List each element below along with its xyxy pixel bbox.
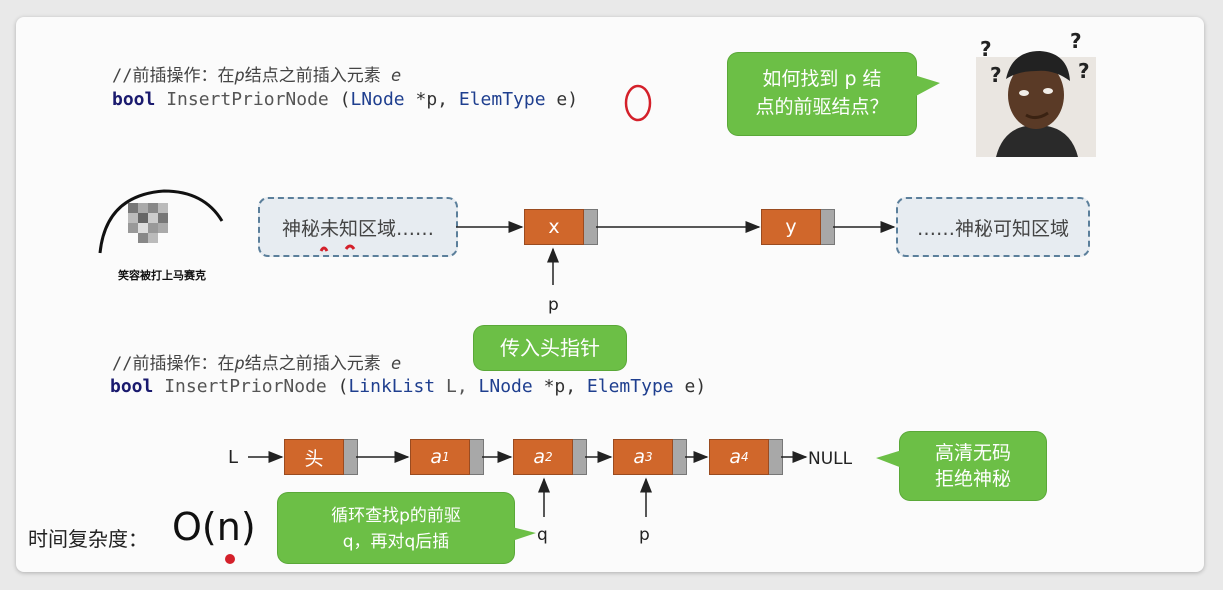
comment-p: p [234, 66, 245, 86]
complexity-label: 时间复杂度： [28, 527, 148, 551]
bubble-line: 循环查找p的前驱 [331, 506, 461, 526]
region-label: 神秘未知区域…… [281, 217, 434, 240]
code-arg: *p, [543, 376, 577, 397]
node-subscript: 4 [741, 450, 749, 464]
code-arg: e [684, 376, 696, 397]
bubble-line: 如何找到 p 结 [762, 68, 882, 90]
bubble-line: q，再对q后插 [342, 532, 450, 552]
mosaic-face-icon [98, 189, 224, 254]
confused-face-icon [976, 51, 1096, 157]
node-data: x [524, 209, 584, 245]
code-type: LNode [478, 376, 533, 397]
hd-bubble: 高清无码 拒绝神秘 [876, 432, 1046, 500]
node-data: 头 [284, 439, 344, 475]
bubble-tail [512, 527, 536, 541]
code-paren: ) [695, 376, 707, 397]
pointer-label-p: p [639, 525, 650, 545]
question-mark: ? [1070, 29, 1082, 53]
list-node-y: y [761, 209, 835, 245]
question-mark: ? [1078, 59, 1090, 83]
code-keyword: bool [110, 376, 154, 397]
comment-text: //前插操作：在 [112, 354, 235, 374]
question-mark: ? [990, 63, 1002, 87]
unknown-region-box: 神秘未知区域…… [258, 197, 458, 257]
annotation-dot [225, 554, 235, 564]
meme-caption: 笑容被打上马赛克 [118, 269, 206, 282]
comment-e: e [390, 66, 402, 86]
node-data: y [761, 209, 821, 245]
pointer-label-p: p [548, 295, 559, 315]
code-paren: ( [337, 376, 349, 397]
question-bubble: 如何找到 p 结 点的前驱结点？ [728, 53, 940, 135]
code-type: LinkList [348, 376, 436, 397]
code-paren: ( [339, 89, 351, 110]
code-keyword: bool [112, 89, 156, 110]
complexity-value: O(n) [172, 505, 256, 549]
diagram-arrows [225, 84, 896, 564]
known-region-box: ……神秘可知区域 [896, 197, 1090, 257]
code-paren: ) [567, 89, 579, 110]
annotation-circle [624, 84, 652, 122]
confused-face-image: ? ? ? ? [974, 29, 1098, 157]
code-type: ElemType [586, 376, 674, 397]
node-symbol: a [533, 446, 545, 468]
bubble-line: 拒绝神秘 [934, 468, 1011, 490]
question-mark: ? [980, 37, 992, 61]
code-type: LNode [350, 89, 405, 110]
null-label: NULL [808, 449, 853, 469]
region-label: ……神秘可知区域 [916, 217, 1069, 240]
code-line-1: bool InsertPriorNode (LNode *p, ElemType… [112, 89, 578, 110]
comment-text: //前插操作：在 [112, 66, 235, 86]
slide: //前插操作：在p结点之前插入元素 e bool InsertPriorNode… [16, 17, 1204, 572]
head-pointer-bubble: 传入头指针 [474, 326, 626, 370]
node-symbol: a [633, 446, 645, 468]
code-arg: e [556, 89, 568, 110]
bubble-line: 高清无码 [934, 442, 1011, 464]
bubble-text: 传入头指针 [500, 336, 600, 360]
comment-text: 结点之前插入元素 [244, 354, 381, 374]
code-arg: *p, [415, 89, 448, 110]
node-subscript: 1 [442, 450, 450, 464]
node-subscript: 2 [545, 450, 553, 464]
mosaic-meme-image: 笑容被打上马赛克 [92, 181, 232, 293]
annotation-mark [344, 244, 356, 250]
pointer-label-q: q [537, 525, 548, 545]
comment-e: e [390, 354, 402, 374]
code-function-name: InsertPriorNode [164, 376, 327, 397]
node-symbol: a [729, 446, 741, 468]
node-symbol: a [430, 446, 442, 468]
comment-text: 结点之前插入元素 [244, 66, 381, 86]
head-pointer-label: L [228, 447, 239, 468]
node-subscript: 3 [645, 450, 653, 464]
code-arg: L, [446, 376, 468, 397]
loop-search-bubble: 循环查找p的前驱 q，再对q后插 [278, 493, 536, 563]
bubble-line: 点的前驱结点？ [755, 96, 889, 118]
list-node-x: x [524, 209, 598, 245]
code-line-2: bool InsertPriorNode (LinkList L, LNode … [110, 376, 706, 397]
code-function-name: InsertPriorNode [166, 89, 329, 110]
comment-line-1: //前插操作：在p结点之前插入元素 e [112, 61, 401, 86]
list-node-head: 头 [284, 439, 358, 475]
code-type: ElemType [458, 89, 546, 110]
comment-line-2: //前插操作：在p结点之前插入元素 e [112, 349, 401, 374]
annotation-mark [319, 246, 329, 252]
comment-p: p [234, 354, 245, 374]
bubble-tail [876, 450, 902, 468]
bubble-tail [914, 75, 940, 97]
